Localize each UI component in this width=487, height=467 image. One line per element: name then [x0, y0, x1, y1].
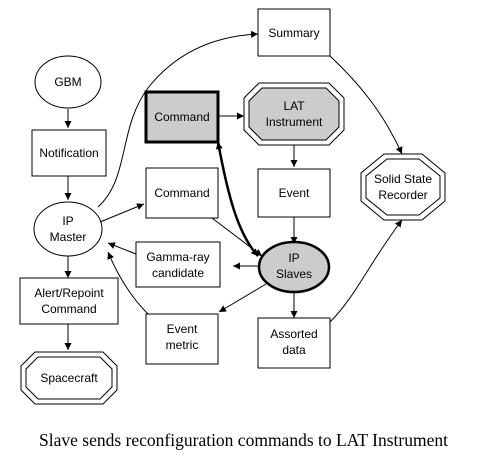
node-summary: Summary: [257, 8, 331, 57]
node-spacecraft: Spacecraft: [20, 351, 118, 405]
command-mid-label: Command: [154, 186, 209, 200]
gbm-label: GBM: [54, 75, 81, 89]
lat-instrument-line1: LAT: [283, 99, 305, 113]
node-notification: Notification: [31, 129, 107, 177]
node-solid-state-recorder: Solid State Recorder: [360, 153, 446, 221]
gamma-line1: Gamma-ray: [146, 250, 209, 264]
ip-master-line2: Master: [50, 230, 87, 244]
node-command-top: Command: [144, 90, 220, 144]
edge-ip-slaves-command-top: [215, 141, 259, 257]
node-event-metric: Event metric: [145, 313, 219, 365]
event-metric-line2: metric: [166, 338, 199, 352]
diagram-caption: Slave sends reconfiguration commands to …: [39, 430, 448, 450]
node-alert-repoint-command: Alert/Repoint Command: [19, 277, 119, 325]
node-gbm: GBM: [34, 55, 102, 109]
spacecraft-label: Spacecraft: [40, 371, 98, 385]
ip-slaves-line2: Slaves: [276, 267, 312, 281]
edge-summary-ssr: [329, 55, 403, 155]
assorted-line1: Assorted: [270, 327, 317, 341]
command-top-label: Command: [154, 110, 209, 124]
alert-line1: Alert/Repoint: [34, 286, 104, 300]
edge-ip-slaves-event-metric: [218, 283, 267, 313]
notification-label: Notification: [39, 146, 98, 160]
edges: [64, 30, 403, 350]
assorted-line2: data: [282, 343, 306, 357]
node-command-mid: Command: [145, 167, 219, 219]
node-ip-master: IP Master: [33, 201, 103, 257]
ssr-line1: Solid State: [374, 172, 432, 186]
edge-event-metric-ip-master: [107, 251, 149, 315]
gamma-line2: candidate: [152, 266, 204, 280]
edge-ip-master-summary: [97, 30, 259, 208]
ssr-line2: Recorder: [378, 188, 427, 202]
ip-master-line1: IP: [62, 214, 73, 228]
lat-instrument-line2: Instrument: [266, 115, 323, 129]
alert-line2: Command: [41, 302, 96, 316]
summary-label: Summary: [268, 26, 319, 40]
edge-ip-master-command-mid: [99, 203, 145, 223]
node-ip-slaves: IP Slaves: [257, 240, 331, 294]
node-assorted-data: Assorted data: [257, 317, 331, 369]
node-gamma-ray-candidate: Gamma-ray candidate: [135, 241, 221, 288]
edge-assorted-ssr: [329, 219, 403, 323]
event-label: Event: [279, 186, 310, 200]
node-event: Event: [257, 168, 331, 218]
node-lat-instrument: LAT Instrument: [243, 82, 345, 146]
edge-gamma-ip-master: [107, 242, 137, 255]
event-metric-line1: Event: [167, 322, 198, 336]
ip-slaves-line1: IP: [288, 251, 299, 265]
